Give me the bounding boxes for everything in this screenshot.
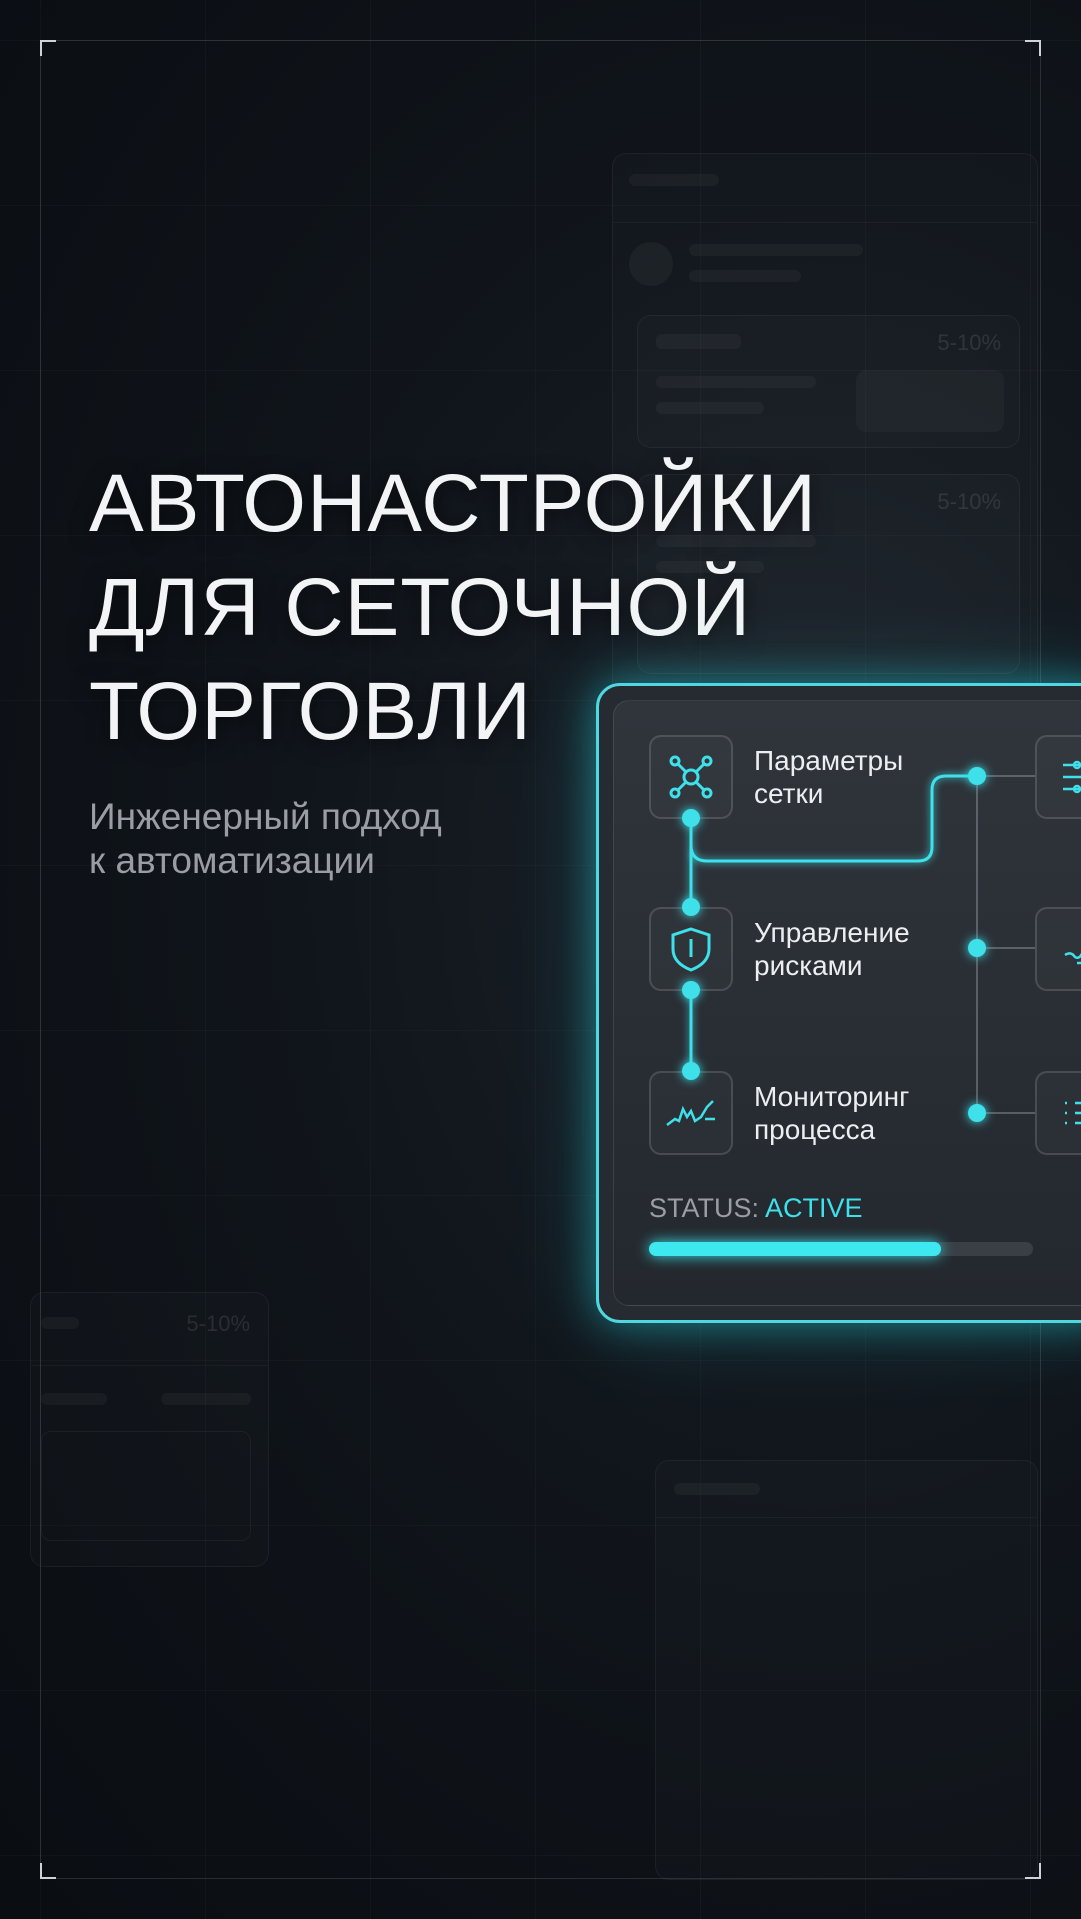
title-line: ДЛЯ СЕТОЧНОЙ — [89, 562, 752, 653]
sliders-icon — [1063, 760, 1081, 794]
sliders-icon-box — [1035, 735, 1081, 819]
ghost-card-2: 5-10% — [637, 474, 1020, 674]
connector-dot — [682, 898, 700, 916]
curve-icon — [1064, 952, 1081, 965]
connector-dot — [682, 1062, 700, 1080]
ghost-card-1: 5-10% — [637, 315, 1020, 448]
subtitle-line: к автоматизации — [89, 840, 375, 881]
connector-dot — [682, 809, 700, 827]
subtitle-line: Инженерный подход — [89, 796, 442, 837]
connector-dot — [968, 939, 986, 957]
ghost-percent: 5-10% — [937, 330, 1001, 355]
ghost-percent: 5-10% — [186, 1311, 250, 1336]
corner-bracket — [40, 1863, 56, 1879]
ghost-percent: 5-10% — [937, 489, 1001, 514]
status-value: ACTIVE — [765, 1193, 863, 1223]
title-line: АВТОНАСТРОЙКИ — [89, 458, 818, 549]
connector-dot — [968, 1104, 986, 1122]
list-icon-box — [1035, 1071, 1081, 1155]
curve-icon-box — [1035, 907, 1081, 991]
title-line: ТОРГОВЛИ — [89, 666, 532, 757]
list-icon — [1065, 1101, 1081, 1125]
status-label: STATUS: — [649, 1193, 760, 1223]
corner-bracket — [40, 40, 56, 56]
grid-params-icon-box — [649, 735, 733, 819]
subtitle: Инженерный подход к автоматизации — [89, 795, 442, 883]
risk-icon-box — [649, 907, 733, 991]
progress-bar — [649, 1242, 1033, 1256]
corner-bracket — [1025, 1863, 1041, 1879]
network-nodes-icon — [669, 755, 713, 799]
ghost-card-left: 5-10% — [30, 1292, 269, 1567]
progress-fill — [649, 1242, 941, 1256]
connector-dot — [968, 767, 986, 785]
ghost-panel-bottom — [655, 1460, 1038, 1880]
shield-icon — [671, 927, 711, 972]
connector-dot — [682, 981, 700, 999]
status-line: STATUS: ACTIVE — [649, 1193, 863, 1224]
corner-bracket — [1025, 40, 1041, 56]
page-title: АВТОНАСТРОЙКИ ДЛЯ СЕТОЧНОЙ ТОРГОВЛИ — [89, 452, 817, 764]
activity-chart-icon — [666, 1100, 715, 1126]
monitoring-icon-box — [649, 1071, 733, 1155]
